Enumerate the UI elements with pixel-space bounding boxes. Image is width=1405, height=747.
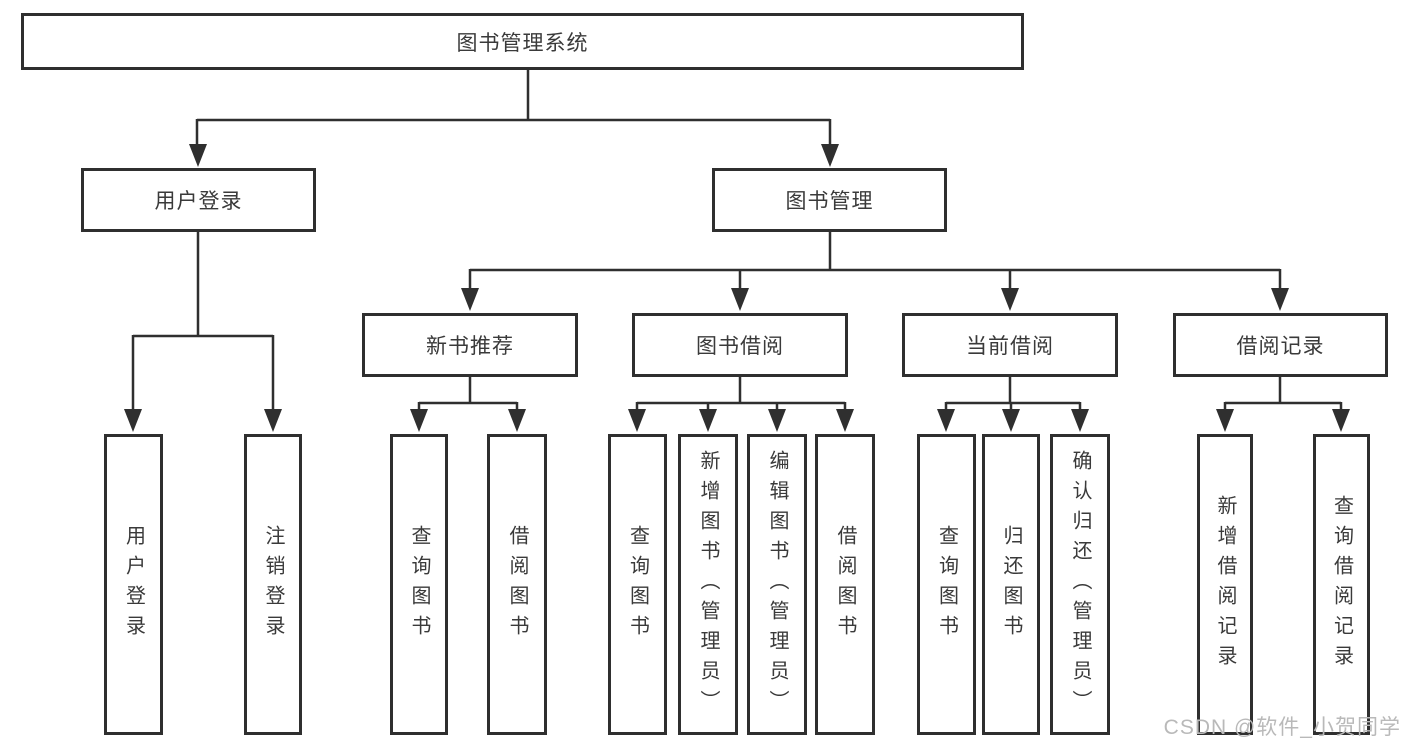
- node-book-borrowing: 图书借阅: [632, 313, 848, 377]
- leaf-label: 归还图书: [1000, 524, 1022, 645]
- leaf-borrow-books-recommend: 借阅图书: [487, 434, 547, 735]
- node-user-login: 用户登录: [81, 168, 316, 232]
- node-label: 新书推荐: [426, 335, 514, 358]
- node-new-book-recommendation: 新书推荐: [362, 313, 578, 377]
- leaf-label: 确认归还（管理员）: [1069, 449, 1091, 720]
- leaf-label: 查询图书: [626, 524, 649, 645]
- leaf-query-books-recommend: 查询图书: [390, 434, 448, 735]
- node-label: 用户登录: [154, 190, 243, 213]
- leaf-label: 查询借阅记录: [1330, 494, 1353, 675]
- leaf-label: 新增图书（管理员）: [697, 449, 719, 720]
- leaf-edit-book-admin: 编辑图书（管理员）: [747, 434, 807, 735]
- leaf-user-login: 用户登录: [104, 434, 163, 735]
- watermark: CSDN @软件_小贺同学: [1163, 716, 1401, 739]
- leaf-borrow-books-borrowing: 借阅图书: [815, 434, 875, 735]
- node-book-management: 图书管理: [712, 168, 947, 232]
- leaf-confirm-return-admin: 确认归还（管理员）: [1050, 434, 1110, 735]
- leaf-label: 用户登录: [122, 524, 145, 645]
- root-label: 图书管理系统: [456, 31, 589, 55]
- leaf-query-borrow-record: 查询借阅记录: [1313, 434, 1370, 735]
- leaf-add-book-admin: 新增图书（管理员）: [678, 434, 738, 735]
- leaf-return-books: 归还图书: [982, 434, 1040, 735]
- leaf-query-books-current: 查询图书: [917, 434, 976, 735]
- node-label: 图书管理: [785, 190, 874, 213]
- node-label: 当前借阅: [966, 335, 1054, 358]
- leaf-label: 借阅图书: [506, 524, 528, 645]
- leaf-label: 新增借阅记录: [1214, 494, 1236, 675]
- leaf-logout: 注销登录: [244, 434, 302, 735]
- node-label: 借阅记录: [1236, 335, 1325, 358]
- leaf-query-books-borrowing: 查询图书: [608, 434, 667, 735]
- leaf-label: 借阅图书: [834, 524, 856, 645]
- node-label: 图书借阅: [696, 335, 784, 358]
- node-borrowing-records: 借阅记录: [1173, 313, 1388, 377]
- leaf-label: 注销登录: [262, 524, 284, 645]
- leaf-label: 查询图书: [935, 524, 958, 645]
- leaf-label: 查询图书: [408, 524, 430, 645]
- node-root: 图书管理系统: [21, 13, 1024, 70]
- leaf-label: 编辑图书（管理员）: [766, 449, 788, 720]
- node-current-borrowing: 当前借阅: [902, 313, 1118, 377]
- leaf-add-borrow-record: 新增借阅记录: [1197, 434, 1253, 735]
